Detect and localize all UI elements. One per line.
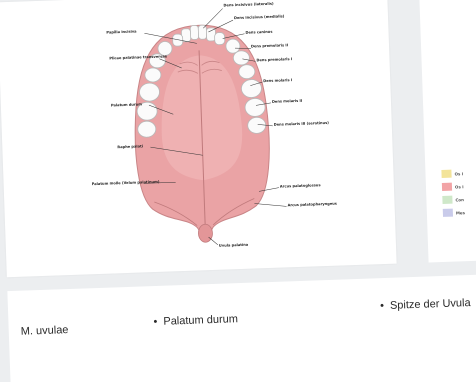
- label-dens-premolaris-ii: Dens premolaris II: [251, 43, 288, 48]
- legend-panel: Os i Os i Con Mes: [419, 0, 476, 262]
- tooth: [239, 64, 255, 79]
- answer-text: Spitze der Uvula: [390, 297, 471, 312]
- legend-swatch: [442, 196, 452, 204]
- legend-item: Con: [442, 195, 464, 204]
- legend-label: Os i: [454, 171, 463, 176]
- tooth: [190, 25, 198, 39]
- tooth: [139, 83, 160, 102]
- answers-panel: M. uvulae • Palatum durum • Spitze der Uvu…: [7, 273, 476, 382]
- anatomy-figure-panel: Dens incisivus (lateralis) Dens incisivu…: [0, 0, 397, 277]
- legend-label: Os i: [455, 184, 464, 189]
- label-arcus-palatopharyngeus: Arcus palatopharyngeus: [287, 202, 337, 208]
- tooth: [145, 68, 161, 83]
- bullet-icon: •: [380, 300, 384, 312]
- answer-option[interactable]: • Palatum durum: [153, 313, 238, 328]
- label-dens-caninus: Dens caninus: [245, 30, 272, 35]
- legend-swatch: [442, 183, 452, 191]
- tooth: [198, 25, 206, 39]
- label-dens-incisivus-medialis: Dens incisivus (medialis): [234, 14, 285, 20]
- answer-text: M. uvulae: [21, 324, 69, 338]
- tooth: [241, 79, 262, 98]
- legend-swatch: [441, 170, 451, 178]
- legend-item: Os i: [442, 182, 464, 191]
- tooth: [138, 121, 157, 138]
- label-uvula-palatina: Uvula palatina: [219, 243, 249, 248]
- label-dens-incisivus-lateralis: Dens incisivus (lateralis): [223, 2, 274, 8]
- palate-illustration: Dens incisivus (lateralis) Dens incisivu…: [0, 0, 397, 277]
- legend-item: Mes: [443, 208, 465, 217]
- tooth: [245, 98, 266, 117]
- label-papilla-incisiva: Papilla incisiva: [106, 29, 137, 34]
- tooth: [172, 34, 182, 46]
- tooth: [233, 51, 249, 66]
- legend-label: Mes: [456, 210, 465, 215]
- label-dens-premolaris-i: Dens premolaris I: [256, 57, 292, 62]
- answer-option[interactable]: • Spitze der Uvula: [380, 297, 471, 312]
- label-dens-molaris-ii: Dens molaris II: [272, 99, 302, 104]
- bullet-icon: •: [153, 316, 157, 328]
- legend-item: Os i: [441, 169, 463, 178]
- answer-option[interactable]: M. uvulae: [21, 324, 69, 338]
- uvula-shape: [198, 224, 213, 242]
- label-arcus-palatoglossus: Arcus palatoglossus: [280, 183, 321, 188]
- label-dens-molaris-iii: Dens molaris III (serotinus): [274, 121, 330, 127]
- label-dens-molaris-i: Dens molaris I: [263, 78, 292, 83]
- legend-swatch: [443, 209, 453, 217]
- legend-label: Con: [455, 197, 464, 202]
- answer-text: Palatum durum: [163, 313, 238, 328]
- tooth: [247, 117, 266, 134]
